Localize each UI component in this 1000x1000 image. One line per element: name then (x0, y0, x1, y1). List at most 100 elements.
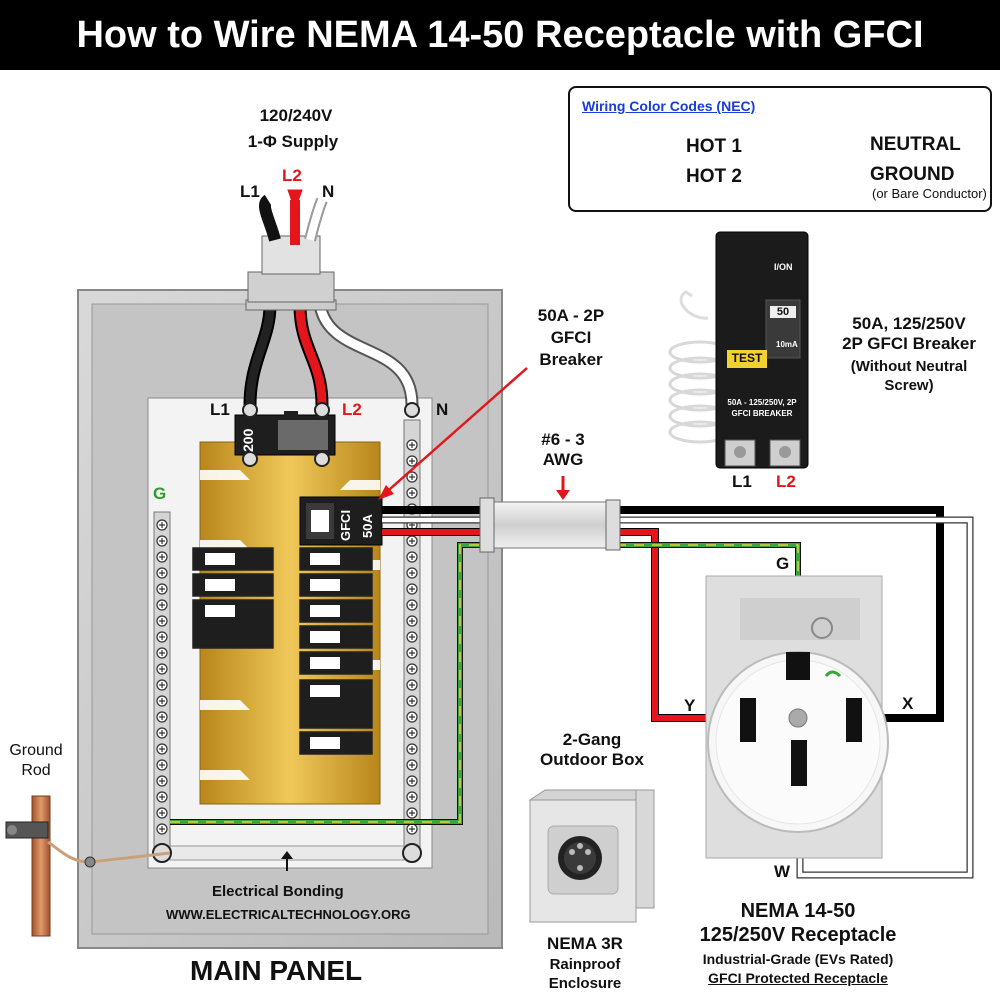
callout-line-3: Breaker (539, 350, 603, 369)
callout-arrow (378, 367, 528, 500)
bus-screw-slot (409, 602, 415, 608)
supply-cable (259, 189, 328, 245)
breaker-note-1: (Without Neutral (850, 358, 968, 375)
bus-screw-slot (409, 586, 415, 592)
receptacle-subtitle: Industrial-Grade (EVs Rated) (702, 951, 894, 967)
title-bar (0, 0, 1000, 70)
website-label: WWW.ELECTRICALTECHNOLOGY.ORG (166, 907, 411, 922)
outdoor-box (528, 789, 655, 923)
supply-wires (243, 303, 419, 406)
callout-line-1: 50A - 2P (537, 306, 605, 325)
cable-size-label: #6 - 3 (541, 430, 585, 449)
ground-rod-label-2: Rod (21, 762, 51, 779)
breaker-note-2: Screw) (884, 377, 934, 394)
supply-l1-label: L1 (240, 182, 260, 201)
bus-screw-slot (409, 746, 415, 752)
bus-screw-slot (159, 682, 165, 688)
supply-voltage: 120/240V (259, 106, 333, 125)
bus-screw-slot (409, 794, 415, 800)
breaker-title-2: 2P GFCI Breaker (842, 334, 976, 353)
test-button: TEST (731, 351, 763, 365)
bus-screw-slot (409, 442, 415, 448)
legend-hot1: HOT 1 (686, 136, 742, 157)
callout-line-2: GFCI (550, 328, 592, 347)
bus-screw-slot (409, 762, 415, 768)
breaker-l1-label: L1 (732, 472, 752, 491)
panel-l2-label: L2 (342, 400, 362, 419)
bus-screw-slot (409, 554, 415, 560)
bus-screw-slot (159, 650, 165, 656)
color-code-legend: Wiring Color Codes (NEC) (568, 86, 992, 212)
bus-screw-slot (159, 714, 165, 720)
receptacle-gfci-note: GFCI Protected Receptacle (708, 970, 888, 986)
bus-screw-slot (409, 618, 415, 624)
receptacle-title-2: 125/250V Receptacle (699, 924, 897, 946)
bus-screw-slot (159, 634, 165, 640)
bus-screw-slot (409, 666, 415, 672)
bus-screw-slot (159, 538, 165, 544)
gfci-breaker-device (668, 231, 809, 469)
panel-g-label: G (153, 484, 167, 503)
bus-screw-slot (159, 618, 165, 624)
bus-screw-slot (159, 746, 165, 752)
box-caption-3: Enclosure (548, 975, 622, 992)
bus-screw-slot (159, 810, 165, 816)
breaker-on-label: I/ON (774, 262, 793, 272)
receptacle-title-1: NEMA 14-50 (740, 900, 856, 922)
bus-screw-slot (159, 554, 165, 560)
breaker-title-1: 50A, 125/250V (852, 314, 966, 333)
main-panel-label: MAIN PANEL (190, 955, 363, 986)
gfci-breaker-label: GFCI (338, 509, 353, 541)
receptacle-g-label: G (776, 554, 790, 573)
breaker-spec-2: GFCI BREAKER (731, 409, 793, 418)
receptacle-w-label: W (774, 862, 791, 881)
breaker-spec-1: 50A - 125/250V, 2P (727, 398, 797, 407)
bus-screw-slot (409, 538, 415, 544)
bus-screw-slot (409, 682, 415, 688)
bonding-label: Electrical Bonding (212, 883, 344, 900)
bus-screw-slot (159, 730, 165, 736)
bus-screw-slot (159, 586, 165, 592)
legend-ground-note: (or Bare Conductor) (872, 186, 987, 201)
bus-screw-slot (409, 730, 415, 736)
panel-breakers (192, 547, 373, 755)
main-breaker (234, 411, 336, 456)
bus-screw-slot (159, 602, 165, 608)
receptacle-y-label: Y (684, 696, 696, 715)
box-caption-2: Rainproof (549, 956, 621, 973)
box-title-1: 2-Gang (562, 730, 622, 749)
ground-rod (5, 795, 171, 937)
box-title-2: Outdoor Box (540, 750, 644, 769)
legend-ground: GROUND (870, 164, 955, 185)
cable-awg-label: AWG (542, 450, 584, 469)
bus-screw-slot (409, 810, 415, 816)
legend-neutral: NEUTRAL (870, 134, 961, 155)
receptacle-x-label: X (902, 694, 914, 713)
bus-screw-slot (159, 698, 165, 704)
bus-screw-slot (409, 490, 415, 496)
bus-screw-slot (159, 762, 165, 768)
panel-l1-label: L1 (210, 400, 230, 419)
breaker-trip-label: 10mA (776, 340, 798, 349)
bus-screw-slot (159, 570, 165, 576)
bus-screw-slot (409, 650, 415, 656)
supply-l2-label: L2 (282, 166, 302, 185)
bus-screw-slot (409, 714, 415, 720)
panel-n-label: N (436, 400, 449, 419)
bus-screw-slot (159, 522, 165, 528)
bus-screw-slot (159, 794, 165, 800)
panel-terminals (242, 402, 420, 467)
ground-rod-label-1: Ground (9, 742, 63, 759)
supply-phase: 1-Φ Supply (247, 132, 339, 151)
box-caption-1: NEMA 3R (547, 934, 623, 953)
bus-screw-slot (409, 778, 415, 784)
breaker-l2-label: L2 (776, 472, 796, 491)
bus-screw-slot (159, 666, 165, 672)
bus-screw-slot (159, 778, 165, 784)
cable-conduit (479, 497, 621, 553)
bus-screw-slot (159, 826, 165, 832)
receptacle (705, 575, 889, 859)
page-title: How to Wire NEMA 14-50 Receptacle with G… (76, 14, 924, 56)
bus-screw-slot (409, 474, 415, 480)
